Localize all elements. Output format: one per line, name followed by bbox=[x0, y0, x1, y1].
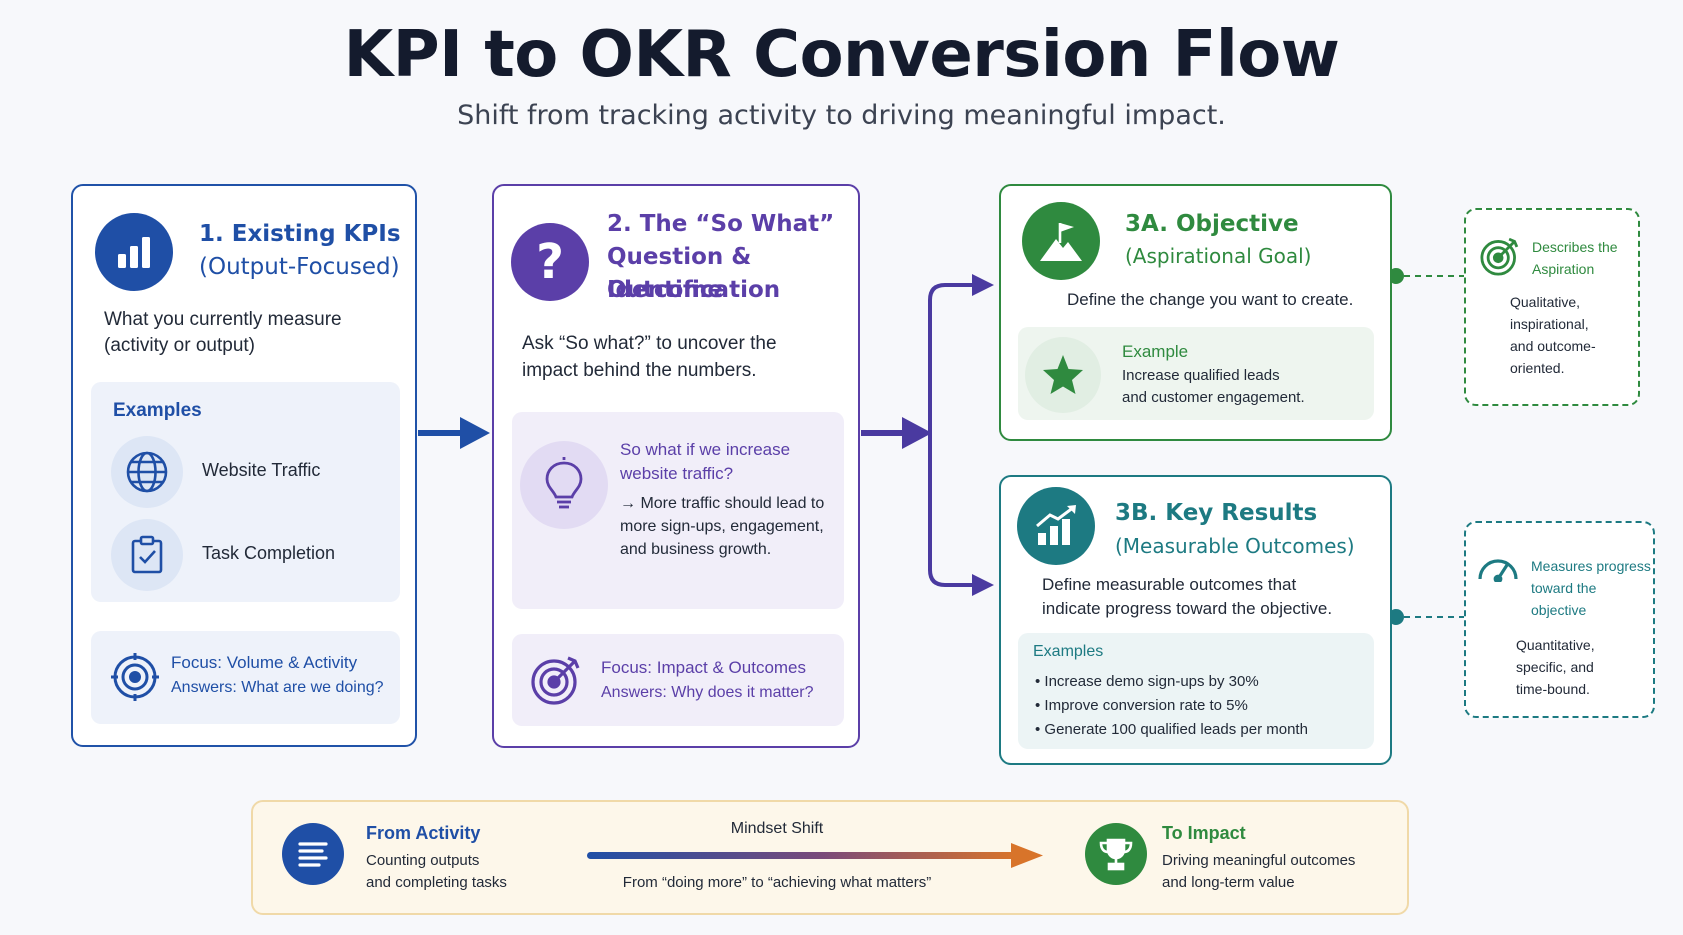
sowhat-answer-line2: more sign-ups, engagement, bbox=[620, 518, 824, 535]
objective-title-line2: (Aspirational Goal) bbox=[1125, 244, 1312, 268]
kr-example-text: Increase demo sign-ups by 30% bbox=[1044, 673, 1259, 690]
note-kr-body-line1: Quantitative, bbox=[1516, 637, 1595, 653]
mindset-to-line2: and long-term value bbox=[1162, 874, 1295, 891]
sowhat-title-line3: Identification bbox=[607, 277, 781, 303]
list-icon bbox=[282, 823, 344, 885]
kr-examples-label: Examples bbox=[1033, 643, 1104, 660]
trophy-icon bbox=[1085, 823, 1147, 885]
globe-icon bbox=[111, 436, 183, 508]
kr-examples-panel: Examples • Increase demo sign-ups by 30%… bbox=[1018, 633, 1374, 749]
objective-example-line2: and customer engagement. bbox=[1122, 389, 1305, 406]
connector-objective-note bbox=[1388, 268, 1464, 284]
sowhat-desc-line1: Ask “So what?” to uncover the bbox=[522, 333, 777, 354]
note-objective-title-line2: Aspiration bbox=[1532, 261, 1595, 277]
mindset-from-line2: and completing tasks bbox=[366, 874, 507, 891]
sowhat-focus-answer: Answers: Why does it matter? bbox=[601, 684, 814, 701]
bar-chart-icon bbox=[95, 213, 173, 291]
growth-chart-icon bbox=[1017, 487, 1095, 565]
card-key-results: 3B. Key Results (Measurable Outcomes) De… bbox=[999, 475, 1392, 765]
kr-example-text: Improve conversion rate to 5% bbox=[1044, 697, 1248, 714]
objective-desc: Define the change you want to create. bbox=[1067, 290, 1354, 309]
kpi-focus-answer: Answers: What are we doing? bbox=[171, 679, 384, 696]
checklist-icon bbox=[111, 519, 183, 591]
star-icon bbox=[1025, 337, 1101, 413]
kpi-example-task-completion: Task Completion bbox=[202, 543, 336, 563]
objective-example-line1: Increase qualified leads bbox=[1122, 367, 1280, 384]
objective-example-panel: Example Increase qualified leads and cus… bbox=[1018, 327, 1374, 420]
note-objective-body-line2: inspirational, bbox=[1510, 316, 1589, 332]
target-arrow-icon bbox=[528, 654, 582, 713]
kpi-desc-line2: (activity or output) bbox=[104, 335, 255, 356]
note-kr-title-line3: objective bbox=[1531, 602, 1587, 618]
sowhat-focus-panel: Focus: Impact & Outcomes Answers: Why do… bbox=[512, 634, 844, 726]
note-objective-body-line4: oriented. bbox=[1510, 360, 1565, 376]
objective-title-line1: 3A. Objective bbox=[1125, 211, 1299, 237]
sowhat-title-line1: 2. The “So What” bbox=[607, 211, 835, 237]
objective-example-label: Example bbox=[1122, 342, 1189, 361]
note-objective-body-line3: and outcome- bbox=[1510, 338, 1596, 354]
kr-title-line1: 3B. Key Results bbox=[1115, 500, 1318, 526]
arrow-sowhat-to-okr bbox=[861, 274, 994, 596]
note-objective-aspiration: Describes the Aspiration Qualitative, in… bbox=[1464, 208, 1640, 406]
kr-example-text: Generate 100 qualified leads per month bbox=[1044, 721, 1308, 738]
note-objective-title-line1: Describes the bbox=[1532, 239, 1618, 255]
note-kr-body-line2: specific, and bbox=[1516, 659, 1594, 675]
note-kr-progress: Measures progress toward the objective Q… bbox=[1464, 521, 1655, 718]
sowhat-question-line2: website traffic? bbox=[620, 464, 734, 483]
kpi-example-website-traffic: Website Traffic bbox=[202, 460, 321, 480]
card-existing-kpis: 1. Existing KPIs (Output-Focused) What y… bbox=[71, 184, 417, 747]
mindset-from-line1: Counting outputs bbox=[366, 852, 480, 869]
target-arrow-icon bbox=[1478, 236, 1520, 283]
mountain-flag-icon bbox=[1022, 202, 1100, 280]
sowhat-title-line2: Question & Outcome bbox=[607, 244, 752, 303]
sowhat-question-panel: So what if we increase website traffic? … bbox=[512, 412, 844, 609]
kpi-focus-panel: Focus: Volume & Activity Answers: What a… bbox=[91, 631, 400, 724]
kpi-focus-title: Focus: Volume & Activity bbox=[171, 653, 358, 672]
sowhat-desc-line2: impact behind the numbers. bbox=[522, 360, 757, 381]
sowhat-focus-title: Focus: Impact & Outcomes bbox=[601, 658, 807, 677]
note-kr-body-line3: time-bound. bbox=[1516, 681, 1590, 697]
card-so-what: ? 2. The “So What” Question & Outcome Id… bbox=[492, 184, 860, 748]
page-title: KPI to OKR Conversion Flow bbox=[343, 18, 1340, 92]
mindset-from-title: From Activity bbox=[366, 823, 481, 843]
gauge-icon bbox=[1476, 552, 1520, 587]
kpi-examples-label: Examples bbox=[113, 400, 202, 421]
card-objective: 3A. Objective (Aspirational Goal) Define… bbox=[999, 184, 1392, 441]
mindset-to-title: To Impact bbox=[1162, 823, 1246, 843]
question-mark-icon: ? bbox=[511, 223, 589, 301]
sowhat-question-line1: So what if we increase bbox=[620, 440, 791, 459]
note-kr-title-line2: toward the bbox=[1531, 580, 1597, 596]
mindset-shift-banner: From Activity Counting outputs and compl… bbox=[251, 800, 1409, 915]
sowhat-answer-line1: → More traffic should lead to bbox=[620, 495, 825, 512]
kpi-desc-line1: What you currently measure bbox=[104, 309, 342, 330]
sowhat-answer-line3: and business growth. bbox=[620, 541, 772, 558]
lightbulb-icon bbox=[520, 441, 608, 529]
kr-example-item: • Improve conversion rate to 5% bbox=[1035, 697, 1248, 714]
kr-example-item: • Increase demo sign-ups by 30% bbox=[1035, 673, 1259, 690]
mindset-center-title: Mindset Shift bbox=[730, 820, 824, 837]
page-subtitle: Shift from tracking activity to driving … bbox=[457, 100, 1226, 131]
note-kr-title-line1: Measures progress bbox=[1531, 558, 1651, 574]
note-objective-body-line1: Qualitative, bbox=[1510, 294, 1581, 310]
arrow-kpi-to-sowhat bbox=[418, 417, 490, 449]
mindset-center-caption: From “doing more” to “achieving what mat… bbox=[622, 874, 932, 891]
mindset-gradient-arrow bbox=[587, 843, 1043, 868]
target-icon bbox=[109, 651, 161, 708]
kpi-title-line1: 1. Existing KPIs bbox=[199, 221, 401, 247]
kr-title-line2: (Measurable Outcomes) bbox=[1115, 534, 1355, 558]
kr-desc-line2: indicate progress toward the objective. bbox=[1042, 599, 1333, 618]
kr-example-item: • Generate 100 qualified leads per month bbox=[1035, 721, 1308, 738]
connector-kr-note bbox=[1388, 609, 1464, 625]
kpi-title-line2: (Output-Focused) bbox=[199, 254, 400, 280]
mindset-to-line1: Driving meaningful outcomes bbox=[1162, 852, 1356, 869]
kr-desc-line1: Define measurable outcomes that bbox=[1042, 575, 1297, 594]
kpi-examples-panel: Examples Website Traffic Task Completion bbox=[91, 382, 400, 602]
